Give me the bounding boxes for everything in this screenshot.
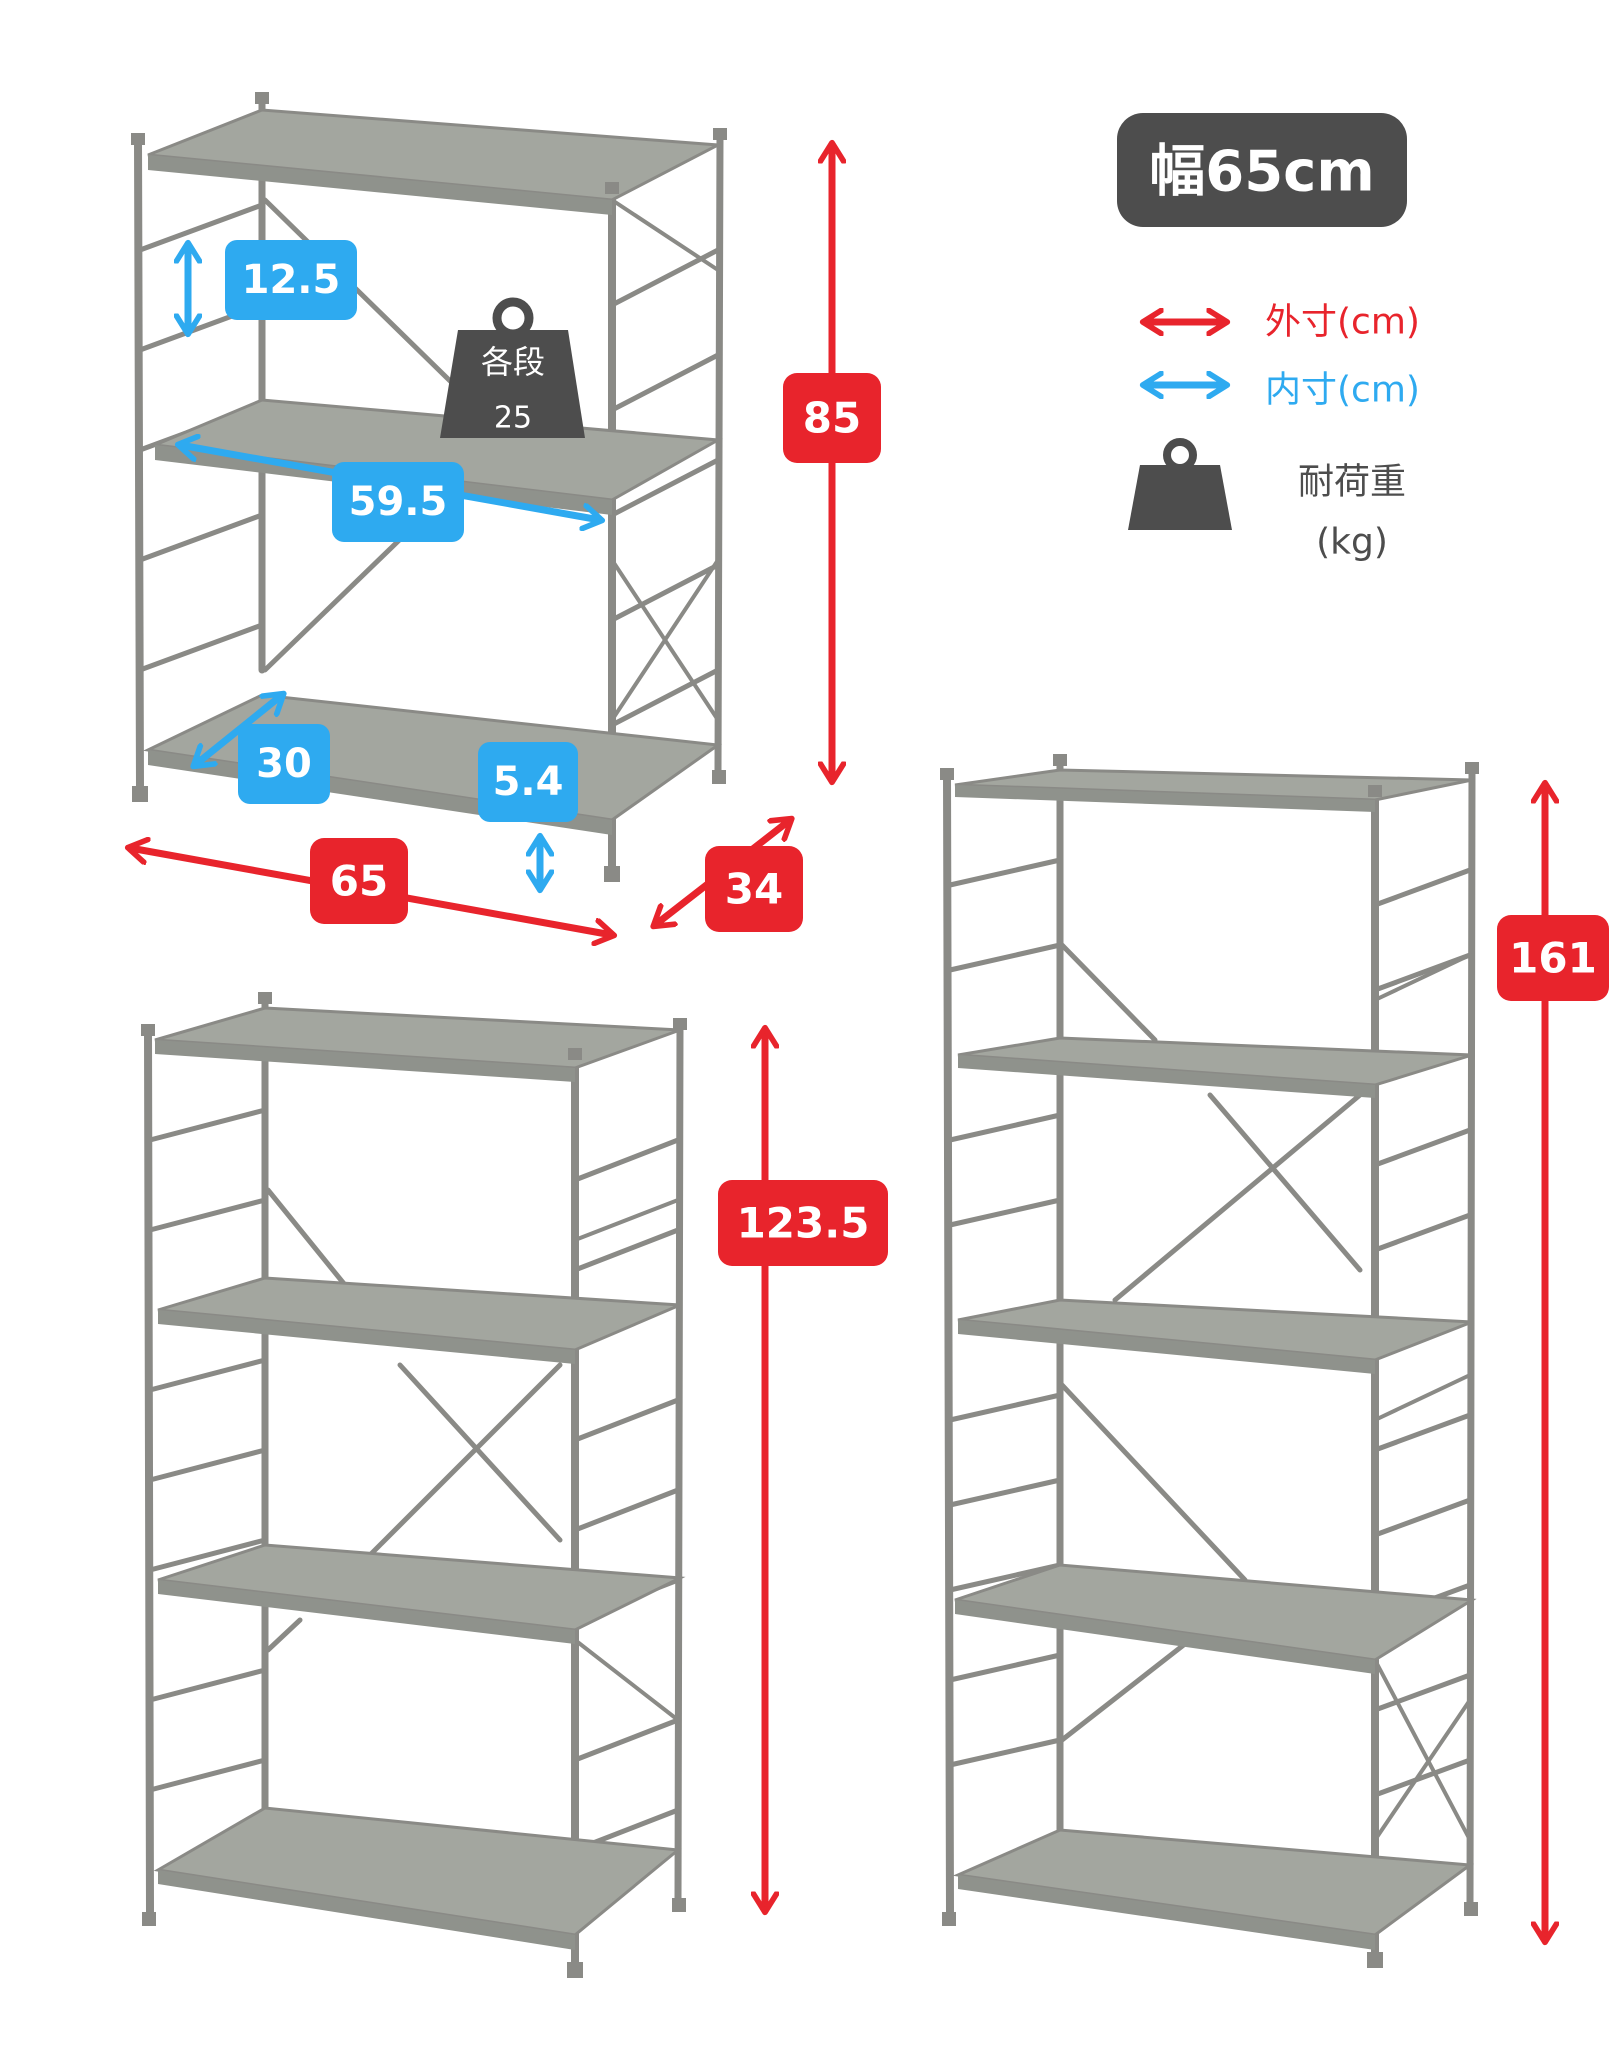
weight-icon: 各段 25 <box>440 297 585 438</box>
svg-text:85: 85 <box>803 394 861 443</box>
label-height-161: 161 <box>1497 915 1609 1001</box>
label-inner-width: 59.5 <box>332 462 464 542</box>
legend-load-unit: (kg) <box>1316 522 1388 563</box>
weight-per-tier-value: 25 <box>494 401 532 436</box>
label-depth-34: 34 <box>705 846 803 932</box>
label-height-85: 85 <box>783 373 881 463</box>
svg-text:幅65cm: 幅65cm <box>1149 140 1374 205</box>
svg-text:30: 30 <box>256 741 312 787</box>
shelf-unit-4-tier <box>141 992 687 1978</box>
legend-load-label: 耐荷重 <box>1298 462 1406 503</box>
weight-per-tier-label: 各段 <box>481 343 545 381</box>
svg-text:161: 161 <box>1509 934 1597 983</box>
inner-depth-arrow <box>195 695 282 765</box>
legend-inner-label: 内寸(cm) <box>1265 370 1420 411</box>
label-height-123: 123.5 <box>718 1180 888 1266</box>
legend-outer-label: 外寸(cm) <box>1265 302 1420 343</box>
width-badge: 幅65cm <box>1117 113 1407 227</box>
label-inner-depth: 30 <box>238 724 330 804</box>
label-shelf-gap: 12.5 <box>225 240 357 320</box>
svg-text:59.5: 59.5 <box>349 479 448 525</box>
svg-text:34: 34 <box>725 865 783 914</box>
label-floor-clearance: 5.4 <box>478 742 578 822</box>
shelf-unit-5-tier <box>940 754 1479 1968</box>
svg-text:123.5: 123.5 <box>737 1199 870 1248</box>
svg-text:5.4: 5.4 <box>493 759 564 805</box>
label-width-65: 65 <box>310 838 408 924</box>
svg-text:12.5: 12.5 <box>242 257 341 303</box>
legend-weight-icon <box>1128 438 1232 530</box>
svg-text:65: 65 <box>330 857 388 906</box>
